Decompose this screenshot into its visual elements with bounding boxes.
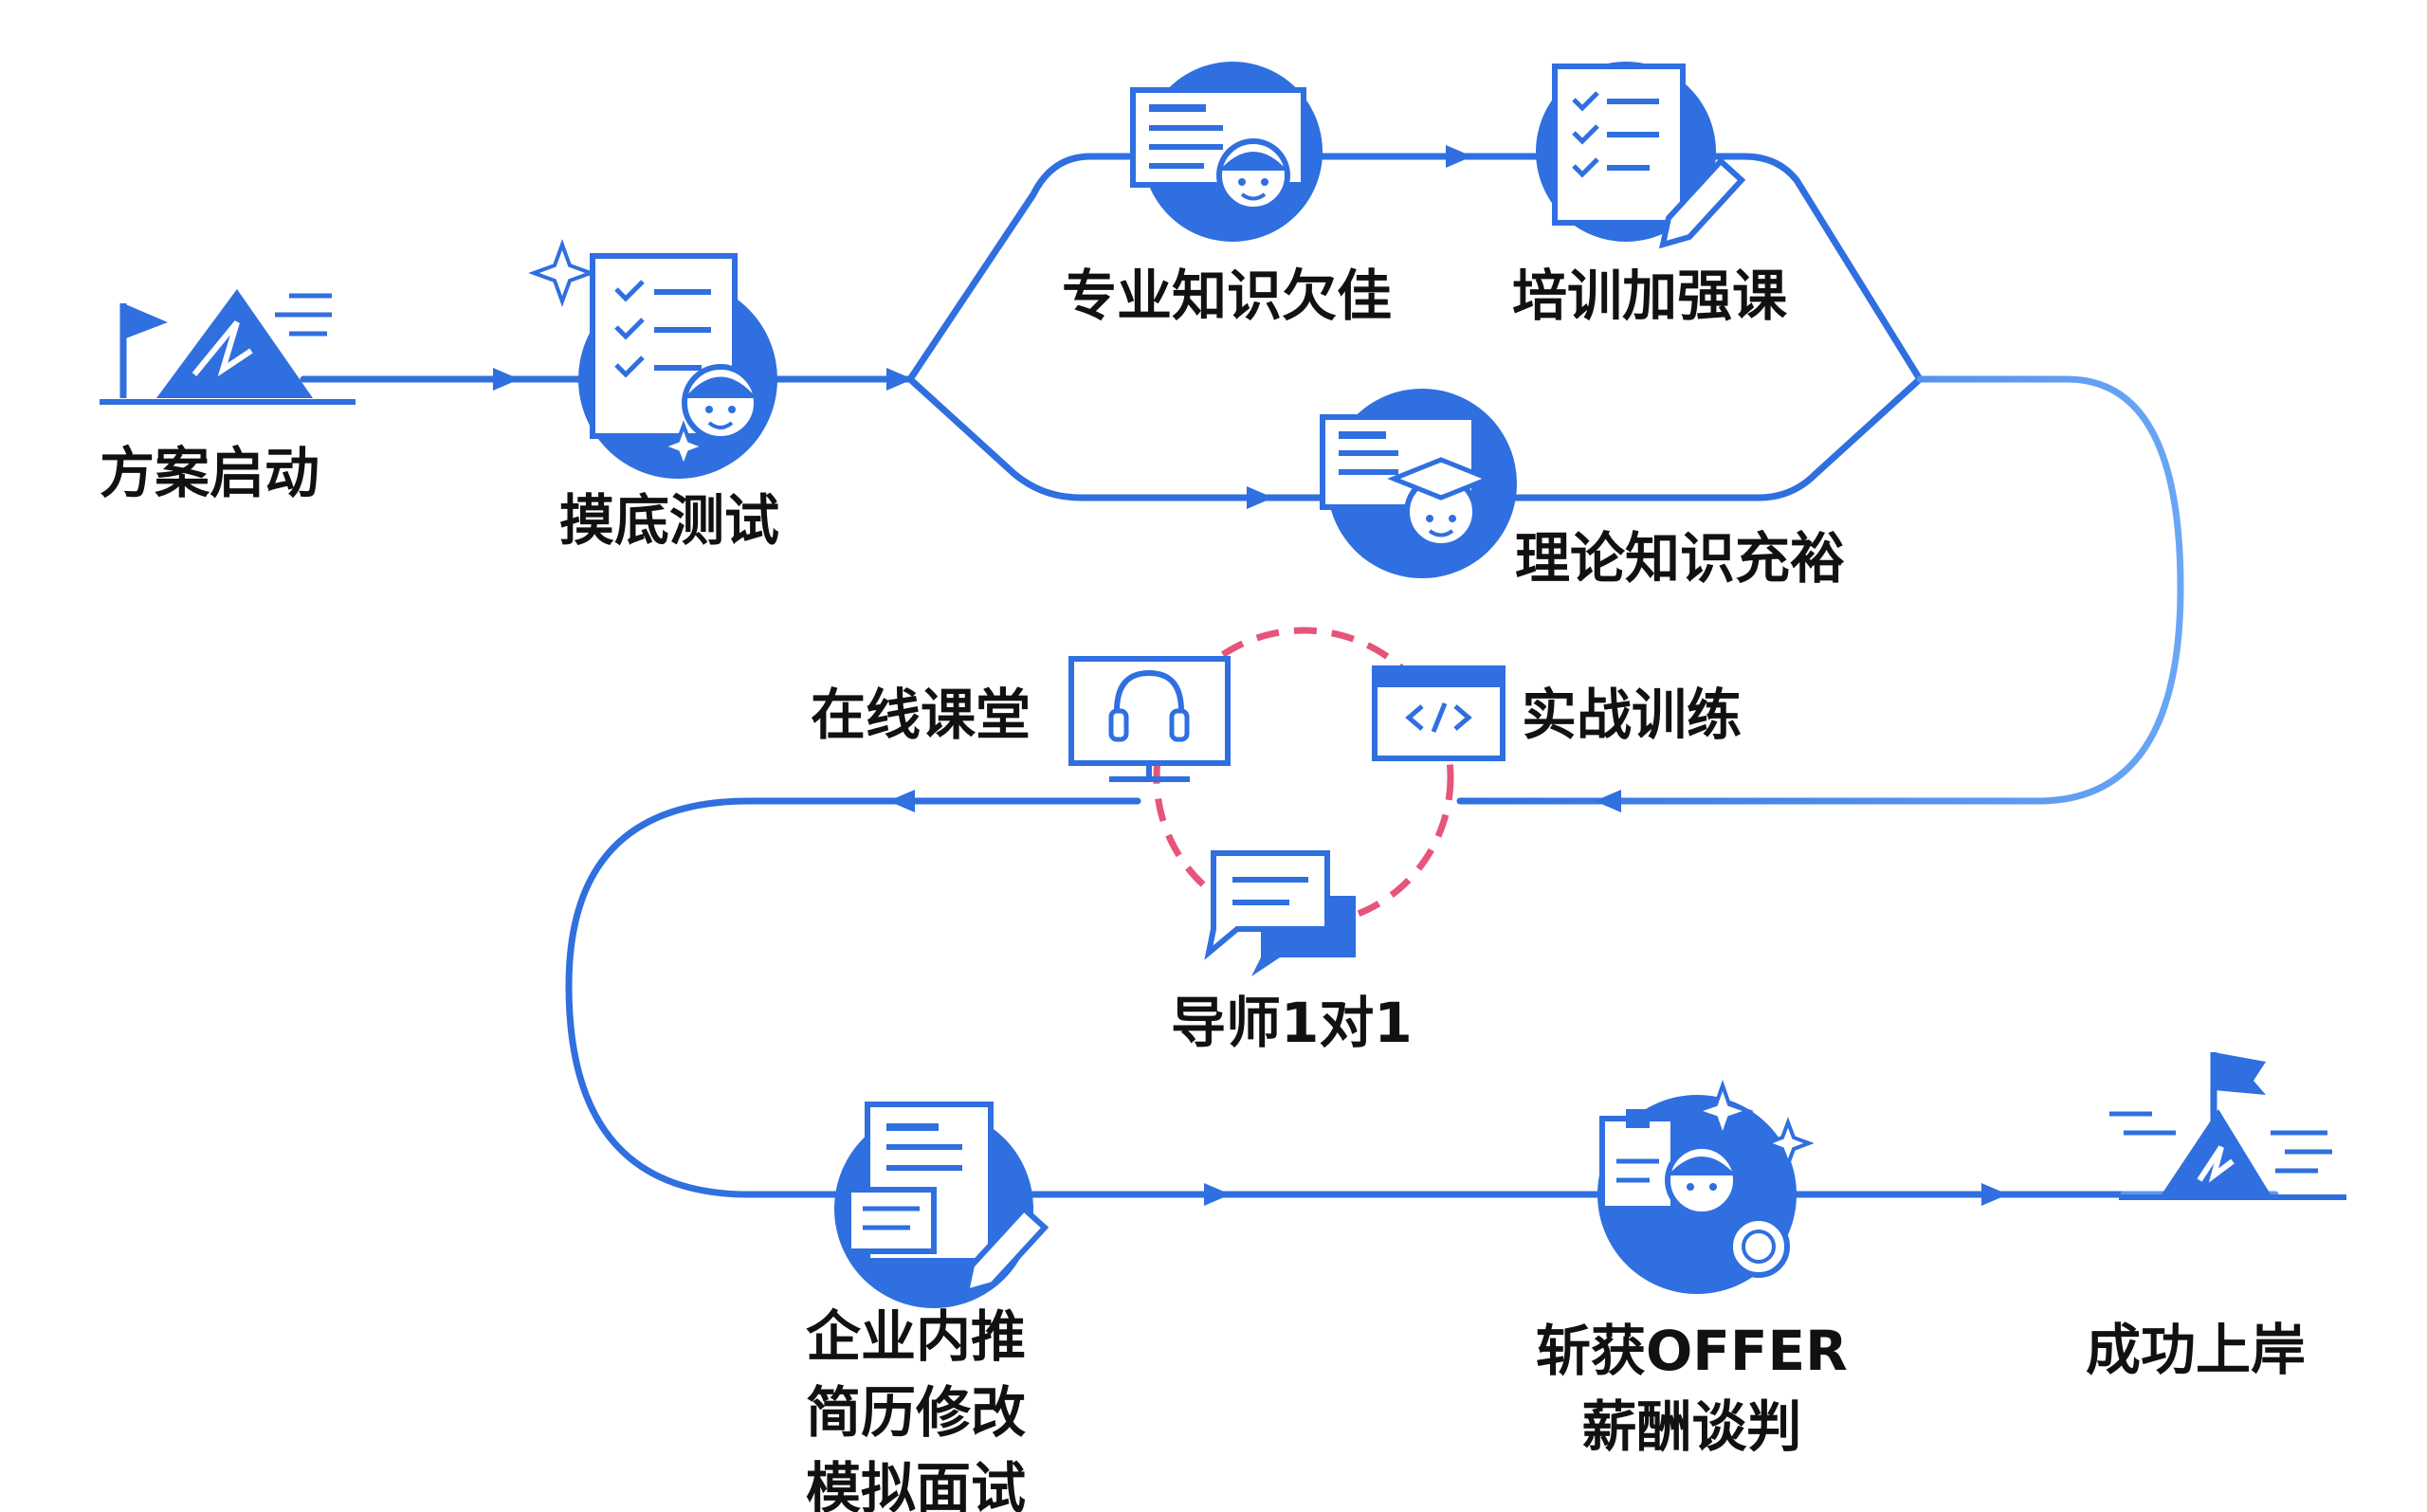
arrow-1: [493, 368, 520, 391]
monitor-headphones-icon: [1068, 656, 1231, 782]
arrow-6: [888, 790, 915, 812]
checklist-pencil-icon: [1536, 62, 1746, 249]
practical-training-label: 实战训练: [1522, 683, 1743, 747]
checklist-student-icon: [528, 239, 777, 479]
arrow-3: [1446, 145, 1472, 168]
intensive-course-label: 培训加强课: [1512, 264, 1788, 328]
referral-line-3: 模拟面试: [806, 1456, 1027, 1512]
success-label: 成功上岸: [2086, 1318, 2307, 1382]
badge-award-icon: [1597, 1079, 1815, 1294]
path-right-loop: [1456, 375, 2184, 805]
document-student-icon: [1130, 62, 1323, 242]
graduate-board-icon: [1320, 389, 1517, 578]
referral-line-1: 企业内推: [806, 1304, 1027, 1369]
code-window-icon: [1372, 665, 1505, 761]
arrow-8: [1981, 1183, 2008, 1206]
success-mountain-flag-icon: [2109, 1052, 2346, 1200]
strong-theory-label: 理论知识充裕: [1515, 526, 1846, 591]
resume-edit-icon: [834, 1102, 1049, 1308]
arrow-2: [886, 368, 913, 391]
chat-bubbles-icon: [1204, 850, 1356, 976]
path-middle-row: [565, 797, 2127, 1198]
arrow-4: [1247, 486, 1273, 509]
start-label: 方案启动: [100, 441, 320, 505]
path-upper-branch: [906, 153, 1924, 383]
flow-arrows: [493, 145, 2008, 1206]
offer-line-2: 薪酬谈判: [1581, 1394, 1802, 1460]
mentor-label: 导师1对1: [1171, 991, 1413, 1055]
arrow-5: [1595, 790, 1621, 812]
online-class-label: 在线课堂: [811, 683, 1031, 747]
offer-label: 斩获OFFER 薪酬谈判: [1536, 1313, 1848, 1465]
mountain-flag-icon: [100, 289, 356, 405]
offer-line-1: 斩获OFFER: [1536, 1319, 1848, 1383]
weak-knowledge-label: 专业知识欠佳: [1062, 264, 1393, 328]
baseline-test-label: 摸底测试: [559, 488, 780, 553]
referral-line-2: 简历修改: [806, 1380, 1027, 1446]
arrow-7: [1204, 1183, 1231, 1206]
referral-label: 企业内推 简历修改 模拟面试: [806, 1299, 1026, 1512]
